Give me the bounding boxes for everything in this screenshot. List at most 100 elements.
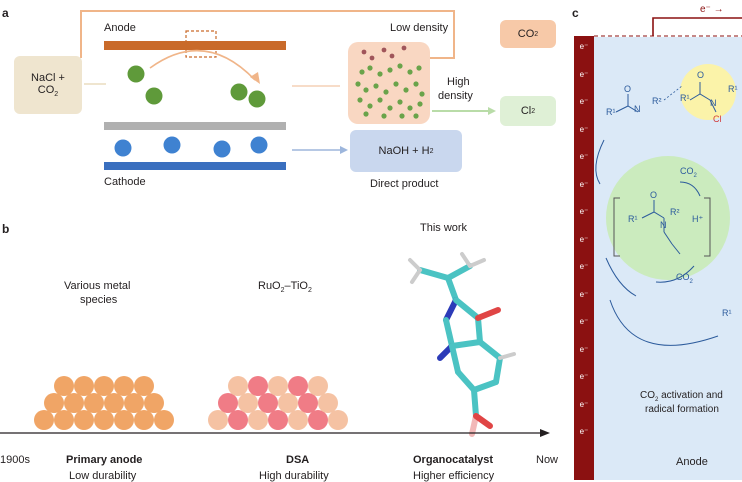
n-label-top: N: [634, 104, 641, 114]
r1-label-yellow: R¹: [680, 93, 690, 103]
stage-dsa-title: DSA: [286, 454, 310, 466]
metal-species-label-2: species: [80, 294, 118, 306]
input-line-2: CO: [37, 83, 55, 96]
to-naoh-arrow-head: [340, 146, 348, 154]
cation-ball: [163, 136, 181, 154]
stage-dsa-subtitle: High durability: [259, 470, 329, 482]
input-box: NaCl + CO2: [14, 56, 82, 114]
panel-b-diagram: [0, 252, 550, 437]
cathode-bar: [104, 162, 286, 170]
electron-marker: e⁻: [579, 262, 589, 271]
electron-marker: e⁻: [579, 179, 589, 189]
migration-arrow: [149, 49, 256, 81]
o-label-bracket: O: [650, 190, 658, 200]
tio2-text: –TiO: [284, 280, 308, 292]
input-line-2-sub: 2: [54, 91, 59, 99]
electron-top-label: e⁻ →: [700, 4, 724, 15]
electron-marker: e⁻: [579, 372, 589, 381]
electron-marker: e⁻: [579, 344, 589, 354]
r2-label-bracket: R²: [670, 207, 680, 217]
chloride-ball: [248, 90, 266, 108]
cycle-arrow-outer: [609, 299, 719, 346]
yellow-glow: [680, 64, 736, 120]
bracket-left: [613, 197, 620, 257]
electron-marker: e⁻: [579, 42, 589, 51]
gas-bubbles: [355, 63, 425, 119]
dashed-zoom-box: [185, 30, 217, 58]
electron-marker: e⁻: [579, 399, 589, 409]
stage-primary-subtitle: Low durability: [69, 470, 137, 482]
co2-bottom-sub: 2: [689, 278, 693, 285]
o-label-top: O: [624, 84, 632, 94]
anode-label-c: Anode: [676, 456, 708, 468]
electron-marker: e⁻: [579, 234, 589, 244]
co2-top-sub: 2: [693, 172, 697, 179]
gas-chamber: [348, 42, 430, 124]
r1-label-yellow-right: R¹: [728, 84, 738, 94]
panel-a-diagram: [80, 10, 496, 170]
chloride-ball: [230, 83, 248, 101]
hplus-label: H⁺: [692, 214, 704, 224]
ruo2-tio2-label: RuO2–TiO2: [258, 280, 312, 294]
tio2-sub: 2: [307, 287, 312, 295]
timeline-end: Now: [536, 454, 559, 466]
ruo2-sub: 2: [280, 287, 285, 295]
cation-ball: [250, 136, 268, 154]
cl-label: Cl: [713, 114, 722, 124]
electron-marker: e⁻: [579, 289, 589, 299]
green-glow: [606, 156, 730, 280]
naoh-output-label: NaOH + H: [378, 145, 430, 157]
electron-marker: e⁻: [579, 427, 589, 436]
organocatalyst-molecule: [408, 252, 516, 437]
activation-line-1: CO2 activation and: [640, 390, 723, 403]
chloride-ball: [145, 87, 163, 105]
cation-ball: [213, 140, 231, 158]
activation-text: activation and: [658, 390, 723, 401]
electron-marker: e⁻: [579, 207, 589, 216]
electron-marker: e⁻: [579, 69, 589, 79]
dsa-spheres: [208, 376, 348, 430]
stage-organo-title: Organocatalyst: [413, 454, 494, 466]
chloride-ball: [127, 65, 145, 83]
cation-ball: [114, 139, 132, 157]
activation-line-2: radical formation: [645, 404, 719, 415]
o-label-yellow: O: [697, 70, 705, 80]
r2-label-top: R²: [652, 96, 662, 106]
cycle-arrow-bottom-left: [605, 257, 637, 297]
cl2-output-label: Cl: [520, 105, 532, 117]
panel-b-letter: b: [2, 222, 10, 236]
co2-top-text: CO: [680, 166, 694, 176]
input-line-1: NaCl +: [31, 71, 65, 84]
r1-label-top: R¹: [606, 107, 616, 117]
membrane-bar: [104, 122, 286, 130]
electron-marker: e⁻: [579, 97, 589, 106]
primary-anode-spheres: [34, 376, 174, 430]
electron-wire: [652, 17, 742, 36]
anode-label: Anode: [104, 22, 136, 34]
n-label-yellow: N: [710, 98, 717, 108]
metal-species-label-1: Various metal: [64, 280, 131, 292]
electron-column: e⁻e⁻e⁻e⁻e⁻e⁻e⁻e⁻e⁻e⁻e⁻e⁻e⁻e⁻e⁻: [574, 40, 594, 453]
co2-label-bottom: CO2: [676, 272, 693, 285]
ruo2-text: RuO: [258, 280, 281, 292]
timeline-start: 1900s: [0, 454, 30, 466]
stage-organo-subtitle: Higher efficiency: [413, 470, 495, 482]
timeline-arrow-head: [540, 429, 550, 437]
co2-label-top: CO2: [680, 166, 697, 179]
low-density-label: Low density: [390, 22, 449, 34]
electron-marker: e⁻: [579, 317, 589, 326]
to-cl2-arrow-head: [488, 107, 496, 115]
co2-bottom-text: CO: [676, 272, 690, 282]
stage-primary-title: Primary anode: [66, 454, 143, 466]
anode-bar: [104, 41, 286, 50]
activation-co2-sub: 2: [655, 397, 659, 403]
this-work-label: This work: [420, 222, 468, 234]
naoh-output-sub: 2: [429, 147, 434, 155]
recycle-line: [80, 10, 455, 59]
co2-bubbles: [361, 45, 407, 61]
activation-co2: CO: [640, 390, 655, 401]
cycle-arrow-co2-bottom: [655, 265, 695, 283]
